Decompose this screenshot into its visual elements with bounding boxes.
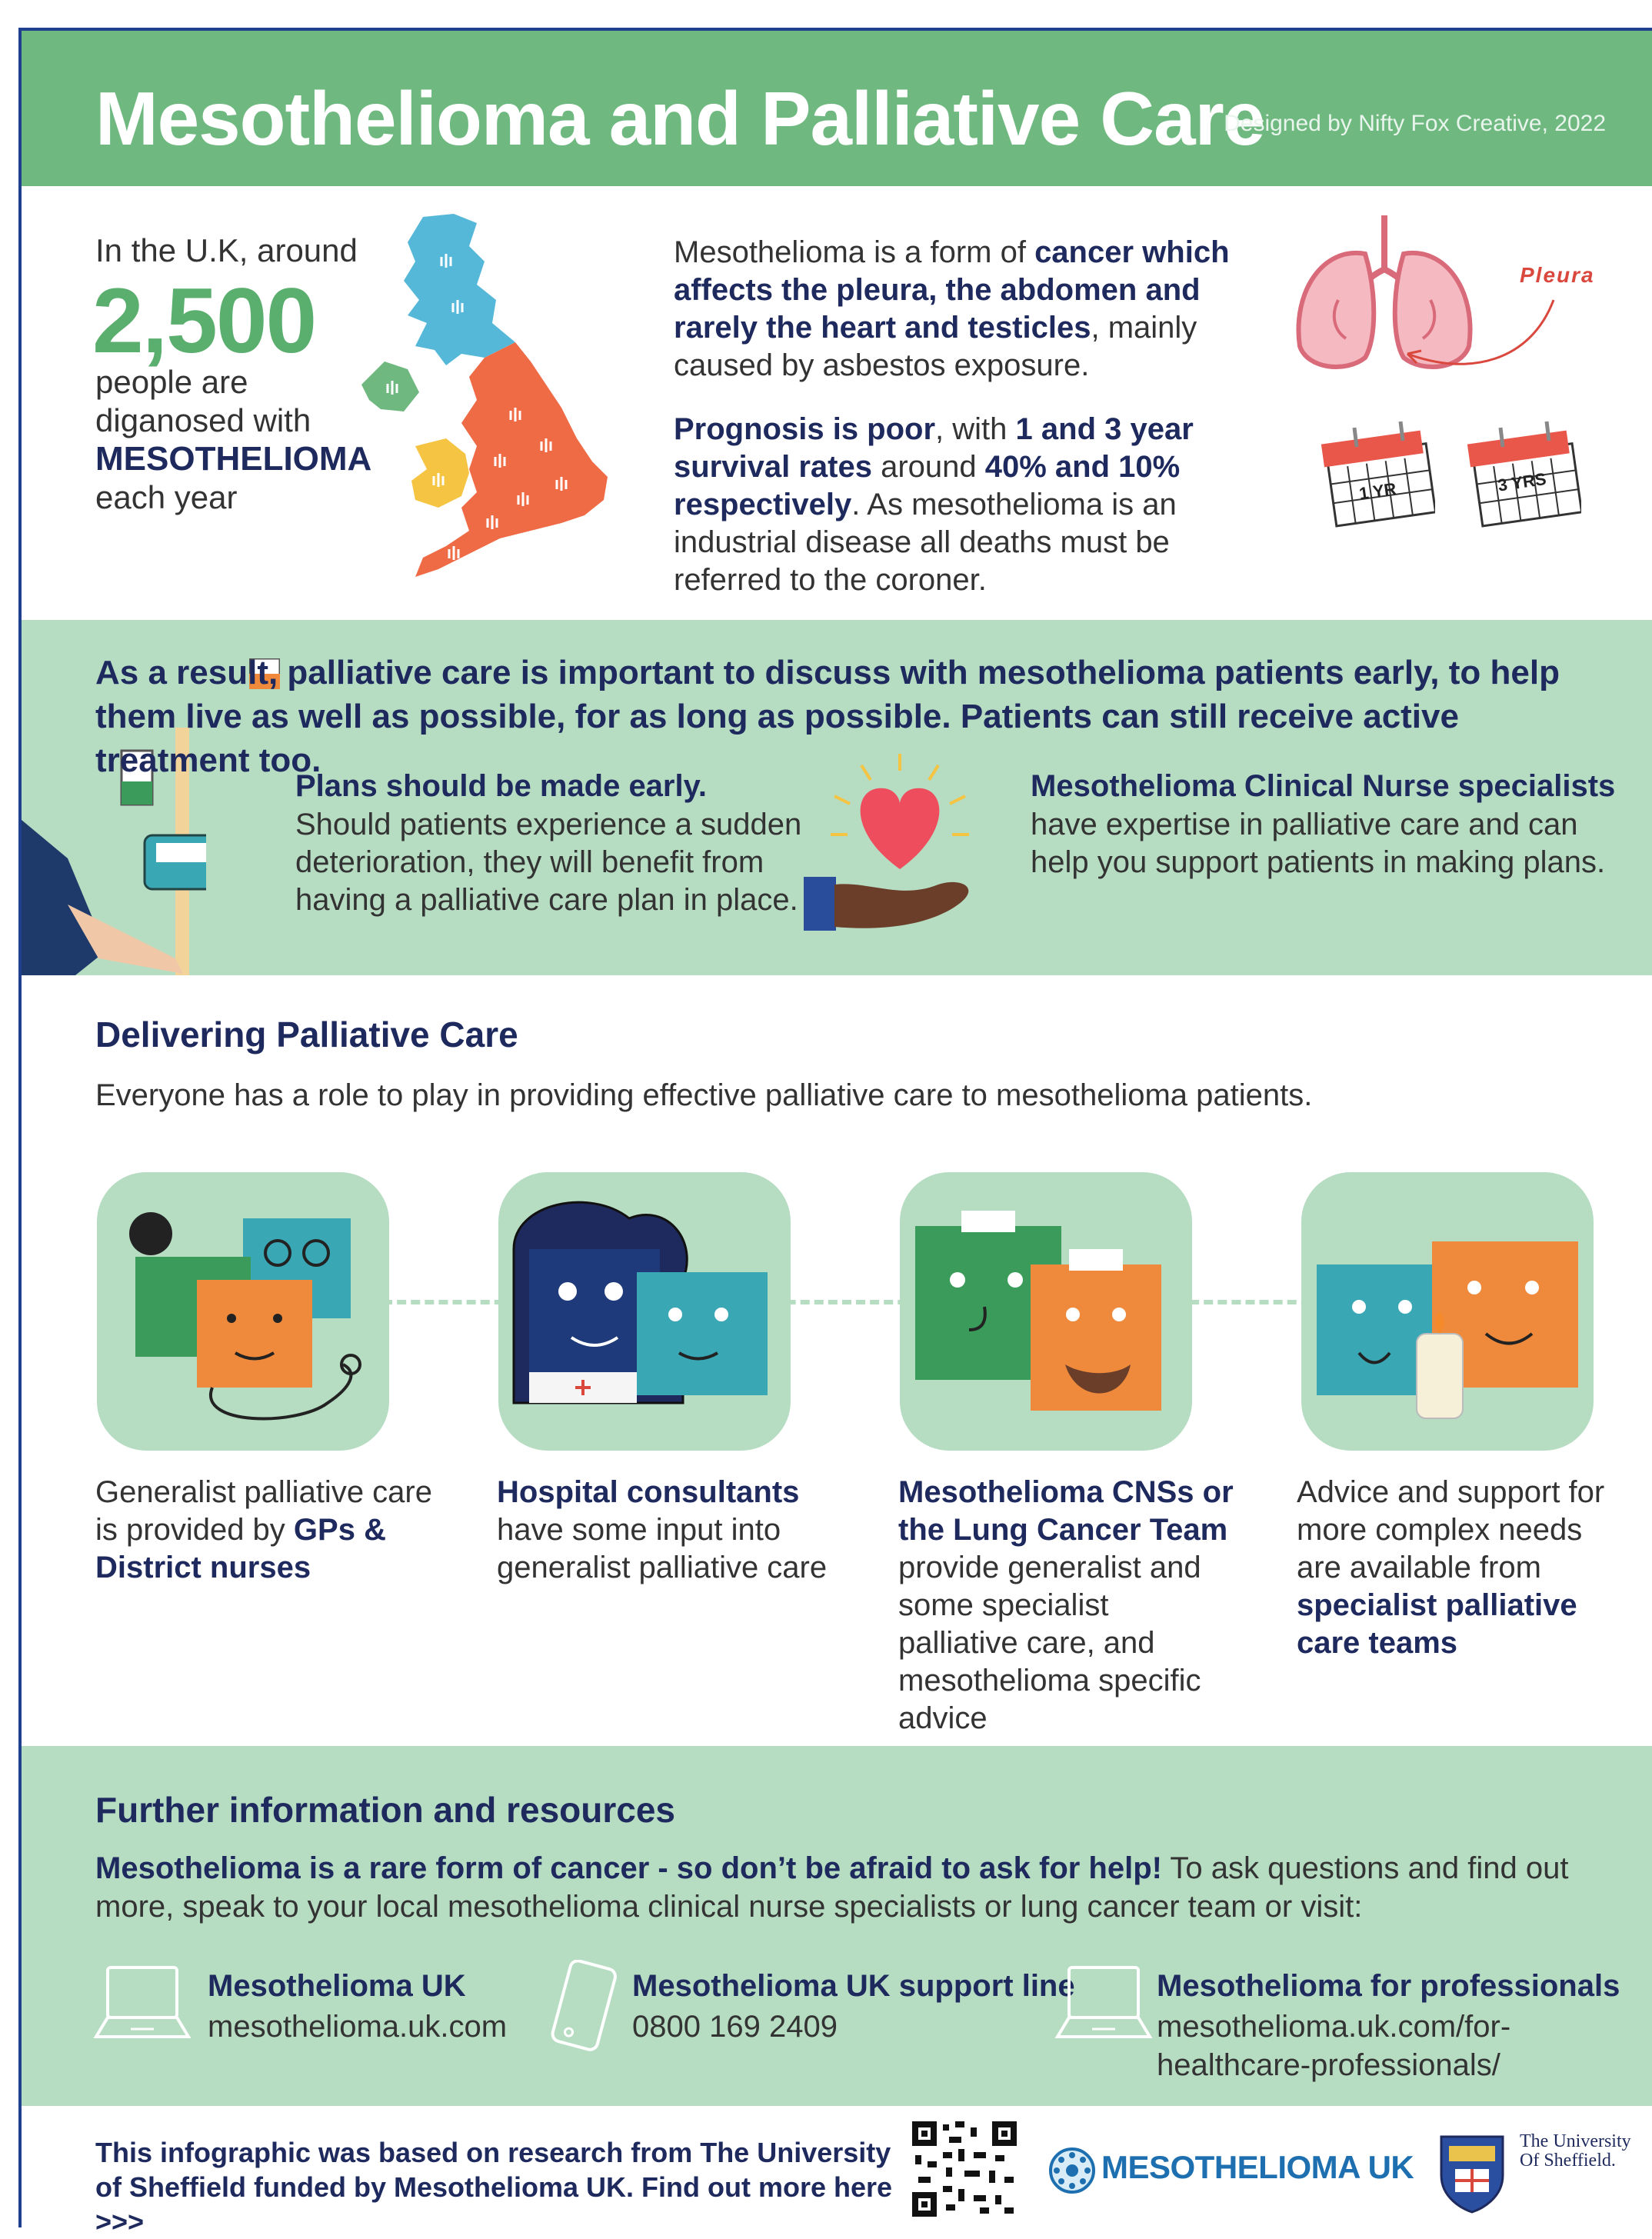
role-cns-bold: Mesothelioma CNSs or the Lung Cancer Tea… [898,1475,1234,1547]
gp-nurses-illustration [129,1212,361,1421]
intro-p1-bold: cancer which affects the pleura, the abd… [674,235,1230,345]
calendar-1yr-icon: 1 YR [1320,420,1437,535]
lungs-icon [1296,215,1555,369]
intro-paragraph-1: Mesothelioma is a form of cancer which a… [674,234,1274,385]
band-headline: As a result, palliative care is importan… [95,654,1560,779]
role-gp-text: Generalist palliative care is provided b… [95,1474,434,1587]
wales-shape [411,438,469,508]
resource-professionals-title: Mesothelioma for professionals [1157,1969,1620,2003]
uk-map-illustration [361,214,608,577]
page-frame [18,28,1652,2227]
resource-meso-uk-link[interactable]: mesothelioma.uk.com [208,2010,508,2044]
laptop-icon [1054,1966,1153,2038]
card-nurse-text: have expertise in palliative care and ca… [1031,808,1606,879]
intro-p2-bold-3: 40% and 10% respectively [674,450,1181,521]
intro-p2-bold-2: 1 and 3 year survival rates [674,412,1194,484]
card-nurse-title: Mesothelioma Clinical Nurse specialists [1031,769,1616,803]
intro-p2-text-a: , with [935,412,1016,446]
iv-bag-orange-icon [249,658,280,689]
mesothelioma-uk-logo-text: MESOTHELIOMA UK [1101,2149,1414,2185]
calendar-3yrs-icon: 3 YRS [1466,420,1584,535]
role-cns-text: Mesothelioma CNSs or the Lung Cancer Tea… [898,1474,1237,1738]
stat-line-1: people are [95,364,248,400]
specialist-teams-illustration [1317,1241,1578,1419]
intro-p2-text-c: . As mesothelioma is an industrial disea… [674,488,1177,597]
further-info-band [22,1746,1652,2106]
delivering-title: Delivering Palliative Care [95,1015,518,1055]
resource-support-line-title: Mesothelioma UK support line [632,1969,1075,2003]
stat-description: people are diganosed with MESOTHELIOMA e… [95,363,388,517]
intro-paragraph-2: Prognosis is poor, with 1 and 3 year sur… [674,411,1274,599]
heart-in-hand-icon [804,754,969,931]
tile-specialist-teams [1301,1172,1594,1451]
intro-p1-text-b: , mainly caused by asbestos exposure. [674,311,1197,382]
role-specialist-text: Advice and support for more complex need… [1297,1474,1635,1662]
role-consultants-bold: Hospital consultants [497,1475,800,1509]
card-plans-title: Plans should be made early. [295,769,707,803]
footer-research-text: This infographic was based on research f… [95,2137,893,2237]
further-info-paragraph: Mesothelioma is a rare form of cancer - … [95,1849,1603,1926]
role-consultants-text-a: have some input into generalist palliati… [497,1513,828,1584]
cns-lung-team-illustration [915,1211,1161,1411]
laptop-icon [93,1966,192,2038]
resource-meso-uk-title: Mesothelioma UK [208,1969,466,2003]
stat-suffix: each year [95,479,238,515]
pleura-label: Pleura [1520,263,1595,287]
stat-disease: MESOTHELIOMA [95,440,372,478]
hand-marks [386,254,568,560]
further-info-text: To ask questions and find out more, spea… [95,1851,1569,1924]
scotland-shape [404,214,515,365]
university-crest-icon [1440,2135,1504,2214]
mesothelioma-uk-logo [1049,2147,1095,2194]
iv-drip-icon [22,728,206,975]
resource-support-line-phone[interactable]: 0800 169 2409 [632,2010,838,2044]
tile-cns-lung-team [900,1172,1192,1451]
connector-dashed-line [369,1300,1338,1304]
role-gp-bold: GPs & District nurses [95,1513,386,1584]
qr-code-icon[interactable] [912,2121,1017,2217]
further-info-bold: Mesothelioma is a rare form of cancer - … [95,1851,1162,1885]
role-gp-text-a: Generalist palliative care is provided b… [95,1475,432,1547]
tile-hospital-consultants [498,1172,791,1451]
intro-p1-text-a: Mesothelioma is a form of [674,235,1035,269]
stat-line-2: diganosed with [95,402,311,438]
northern-ireland-shape [361,362,419,411]
university-name: The University Of Sheffield. [1520,2131,1631,2171]
header-bar: Mesothelioma and Palliative Care Designe… [22,31,1652,186]
delivering-subtitle: Everyone has a role to play in providing… [95,1078,1313,1112]
hospital-consultants-illustration [512,1201,768,1404]
intro-p2-text-b: around [871,450,985,484]
tile-gp-nurses [97,1172,389,1451]
stat-prefix: In the U.K, around [95,232,358,268]
role-consultants-text: Hospital consultants have some input int… [497,1474,835,1587]
england-shape [415,342,608,577]
role-cns-text-a: provide generalist and some specialist p… [898,1551,1201,1735]
role-specialist-bold: specialist palliative care teams [1297,1588,1577,1660]
role-specialist-text-a: Advice and support for more complex need… [1297,1475,1605,1584]
designer-credit: Designed by Nifty Fox Creative, 2022 [1224,111,1606,136]
intro-p2-bold-1: Prognosis is poor [674,412,936,446]
stat-number: 2,500 [92,269,317,372]
page-title: Mesothelioma and Palliative Care [95,76,1265,161]
further-info-title: Further information and resources [95,1790,676,1830]
mobile-phone-icon [551,1960,617,2051]
card-plans-text: Should patients experience a sudden dete… [295,808,802,917]
resource-professionals-link[interactable]: mesothelioma.uk.com/for-healthcare-profe… [1157,2010,1511,2082]
